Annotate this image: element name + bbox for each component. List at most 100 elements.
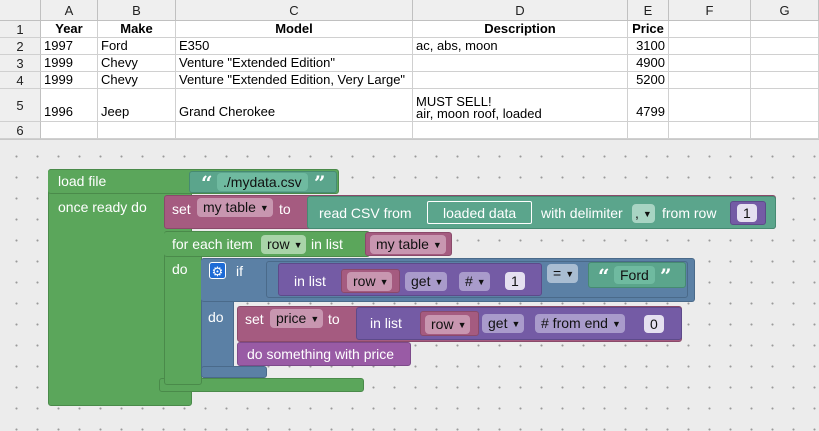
if-do-label: do [208, 309, 224, 325]
cell-d6[interactable] [413, 122, 628, 139]
with-delimiter-label: with delimiter [541, 205, 623, 221]
cell-f1[interactable] [669, 21, 751, 38]
set-label: set [172, 201, 191, 217]
compare-row-dropdown[interactable]: row▼ [347, 272, 393, 291]
column-header-c[interactable]: C [176, 0, 413, 21]
row-header-5[interactable]: 5 [0, 89, 41, 122]
cell-f6[interactable] [669, 122, 751, 139]
cell-g2[interactable] [751, 38, 819, 55]
select-all-corner[interactable] [0, 0, 41, 21]
for-do-label: do [172, 261, 188, 277]
cell-c1[interactable]: Model [176, 21, 413, 38]
cell-e4[interactable]: 5200 [628, 72, 669, 89]
column-header-b[interactable]: B [98, 0, 176, 21]
for-each-label: for each item [172, 236, 253, 252]
cell-e5[interactable]: 4799 [628, 89, 669, 122]
loaded-data-block[interactable] [427, 201, 532, 224]
price-in-list-label: in list [370, 315, 402, 331]
cell-d4[interactable] [413, 72, 628, 89]
cell-b2[interactable]: Ford [98, 38, 176, 55]
index-number[interactable]: 1 [505, 272, 525, 290]
column-header-g[interactable]: G [751, 0, 819, 21]
column-header-a[interactable]: A [41, 0, 98, 21]
quote-open-icon: “ [201, 171, 213, 195]
row-header-4[interactable]: 4 [0, 72, 41, 89]
cell-c3[interactable]: Venture "Extended Edition" [176, 55, 413, 72]
from-end-number[interactable]: 0 [644, 315, 664, 333]
index-mode-dropdown[interactable]: #▼ [459, 272, 490, 291]
loaded-data-label: loaded data [443, 205, 517, 221]
gear-icon[interactable]: ⚙ [209, 262, 226, 279]
quote-close-icon: ” [660, 264, 672, 288]
ford-text-field[interactable]: Ford [614, 266, 655, 284]
operator-dropdown[interactable]: =▼ [547, 264, 579, 283]
row-header-2[interactable]: 2 [0, 38, 41, 55]
row-header-1[interactable]: 1 [0, 21, 41, 38]
cell-f4[interactable] [669, 72, 751, 89]
once-ready-label: once ready do [58, 199, 147, 215]
blocks-workspace[interactable]: load file “ ./mydata.csv ” once ready do… [0, 140, 819, 431]
price-get-dropdown[interactable]: get▼ [482, 314, 525, 333]
cell-c2[interactable]: E350 [176, 38, 413, 55]
cell-c4[interactable]: Venture "Extended Edition, Very Large" [176, 72, 413, 89]
cell-b6[interactable] [98, 122, 176, 139]
cell-a5[interactable]: 1996 [41, 89, 98, 122]
column-header-d[interactable]: D [413, 0, 628, 21]
cell-b3[interactable]: Chevy [98, 55, 176, 72]
from-row-label: from row [662, 205, 717, 221]
cell-a2[interactable]: 1997 [41, 38, 98, 55]
cell-g3[interactable] [751, 55, 819, 72]
cell-c6[interactable] [176, 122, 413, 139]
cell-b4[interactable]: Chevy [98, 72, 176, 89]
do-something-block[interactable] [237, 342, 411, 366]
cell-c5[interactable]: Grand Cherokee [176, 89, 413, 122]
do-something-label: do something with price [247, 346, 395, 362]
cell-b1[interactable]: Make [98, 21, 176, 38]
cell-b5[interactable]: Jeep [98, 89, 176, 122]
set-price-label: set [245, 311, 264, 327]
cell-a3[interactable]: 1999 [41, 55, 98, 72]
cell-g6[interactable] [751, 122, 819, 139]
cell-e3[interactable]: 4900 [628, 55, 669, 72]
quote-open-icon: “ [598, 264, 610, 288]
file-path-field[interactable]: ./mydata.csv [217, 173, 308, 191]
cell-a1[interactable]: Year [41, 21, 98, 38]
delimiter-dropdown[interactable]: ,▼ [632, 204, 655, 223]
from-end-dropdown[interactable]: # from end▼ [535, 314, 625, 333]
cell-g5[interactable] [751, 89, 819, 122]
my-table-dropdown[interactable]: my table▼ [197, 198, 273, 217]
cell-d2[interactable]: ac, abs, moon [413, 38, 628, 55]
cell-e2[interactable]: 3100 [628, 38, 669, 55]
cell-e6[interactable] [628, 122, 669, 139]
cell-d5[interactable]: MUST SELL! air, moon roof, loaded [413, 89, 628, 122]
column-header-e[interactable]: E [628, 0, 669, 21]
cell-f3[interactable] [669, 55, 751, 72]
from-row-number[interactable]: 1 [737, 204, 757, 222]
set-price-to-label: to [328, 311, 340, 327]
load-file-label: load file [58, 173, 107, 189]
read-csv-label: read CSV from [319, 205, 412, 221]
cell-g4[interactable] [751, 72, 819, 89]
cell-f2[interactable] [669, 38, 751, 55]
my-table-var-dropdown[interactable]: my table▼ [370, 235, 446, 254]
cell-f5[interactable] [669, 89, 751, 122]
to-label: to [279, 201, 291, 217]
compare-in-list-label: in list [294, 273, 326, 289]
cell-a6[interactable] [41, 122, 98, 139]
cell-a4[interactable]: 1999 [41, 72, 98, 89]
row-var-dropdown[interactable]: row▼ [261, 235, 307, 254]
price-var-dropdown[interactable]: price▼ [270, 309, 324, 328]
cell-d1[interactable]: Description [413, 21, 628, 38]
cell-g1[interactable] [751, 21, 819, 38]
cell-e1[interactable]: Price [628, 21, 669, 38]
read-csv-block[interactable] [307, 196, 776, 229]
column-header-f[interactable]: F [669, 0, 751, 21]
price-row-dropdown[interactable]: row▼ [425, 315, 471, 334]
cell-d3[interactable] [413, 55, 628, 72]
row-header-6[interactable]: 6 [0, 122, 41, 139]
quote-close-icon: ” [314, 171, 326, 195]
in-list-label: in list [311, 236, 343, 252]
row-header-3[interactable]: 3 [0, 55, 41, 72]
get-dropdown[interactable]: get▼ [405, 272, 448, 291]
